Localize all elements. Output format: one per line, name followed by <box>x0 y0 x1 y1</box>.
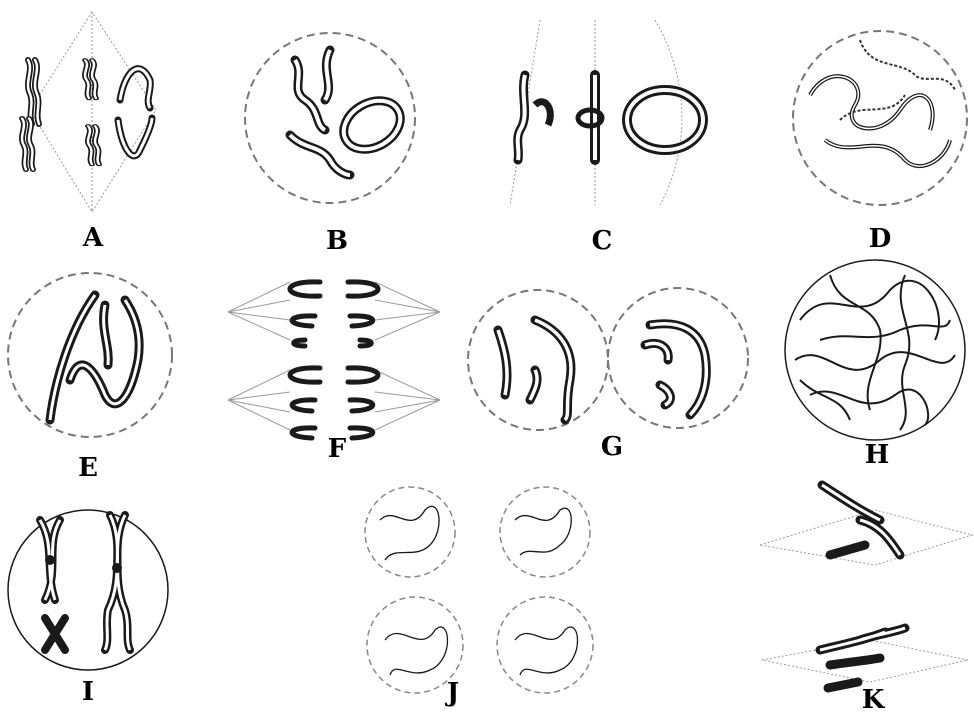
panel-C <box>510 20 703 205</box>
panel-D <box>793 31 967 205</box>
label-I: I <box>82 679 94 705</box>
spindle-A <box>30 12 156 212</box>
panel-F <box>228 282 440 438</box>
label-B: B <box>326 228 348 254</box>
panel-H <box>785 260 965 440</box>
label-H: H <box>865 442 890 468</box>
panel-B <box>245 33 415 203</box>
panel-G <box>468 288 748 430</box>
label-G: G <box>601 434 623 460</box>
label-D: D <box>869 226 892 252</box>
panel-K <box>760 485 972 688</box>
chromosomes-A <box>22 60 152 170</box>
panel-I <box>8 510 168 670</box>
label-E: E <box>78 455 98 481</box>
panel-A <box>22 12 156 212</box>
label-F: F <box>328 436 346 462</box>
label-J: J <box>447 680 459 706</box>
panel-J <box>365 487 593 693</box>
label-K: K <box>862 687 885 713</box>
nucleus-D <box>793 31 967 205</box>
label-A: A <box>83 225 103 251</box>
panel-E <box>8 273 172 437</box>
label-C: C <box>592 228 613 254</box>
